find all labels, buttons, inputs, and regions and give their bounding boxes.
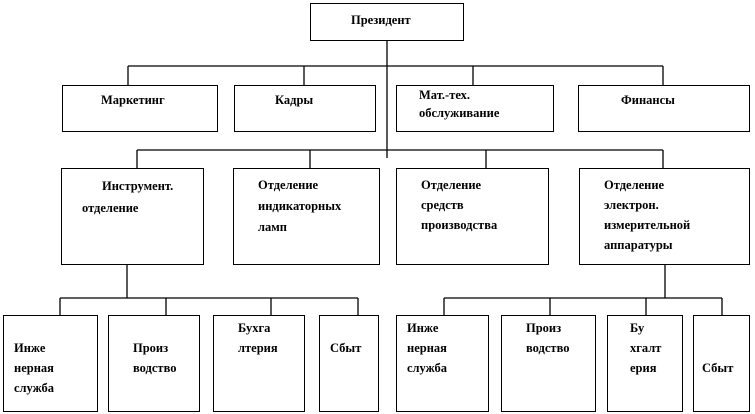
left-accounting-box: Бухга лтерия [213,315,305,412]
department-label: Отделение электрон. измерительной аппара… [604,178,691,252]
service-label: Кадры [275,93,314,107]
right-production-box: Произ водство [501,315,596,412]
indicator-lamps-department-box: Отделение индикаторных ламп [233,168,380,265]
instrument-department-box: Инструмент. отделение [61,168,204,265]
unit-label: Сбыт [330,341,362,355]
department-label: Отделение индикаторных ламп [258,178,342,234]
electronic-measuring-department-box: Отделение электрон. измерительной аппара… [579,168,750,265]
left-sales-box: Сбыт [319,315,379,412]
unit-label: Бухга лтерия [238,321,278,355]
president-label: Президент [351,13,411,27]
president-box: Президент [310,3,464,41]
production-means-department-box: Отделение средств производства [396,168,549,265]
service-label: Мат.-тех. обслуживание [419,88,500,120]
unit-label: Произ водство [133,341,177,375]
left-production-box: Произ водство [108,315,200,412]
left-engineering-box: Инже нерная служба [3,315,98,412]
unit-label: Инже нерная служба [14,341,55,395]
finance-box: Финансы [578,85,750,132]
service-label: Маркетинг [101,93,165,107]
unit-label: Произ водство [526,321,570,355]
department-label: Инструмент. отделение [82,179,174,215]
right-engineering-box: Инже нерная служба [396,315,489,412]
right-sales-box: Сбыт [693,315,750,412]
right-accounting-box: Бу хгалт ерия [607,315,683,412]
service-label: Финансы [621,93,675,107]
maintenance-box: Мат.-тех. обслуживание [396,85,554,132]
unit-label: Инже нерная служба [407,321,448,375]
marketing-box: Маркетинг [62,85,218,132]
unit-label: Бу хгалт ерия [630,321,662,375]
personnel-box: Кадры [234,85,376,132]
unit-label: Сбыт [702,361,734,375]
department-label: Отделение средств производства [421,178,498,232]
